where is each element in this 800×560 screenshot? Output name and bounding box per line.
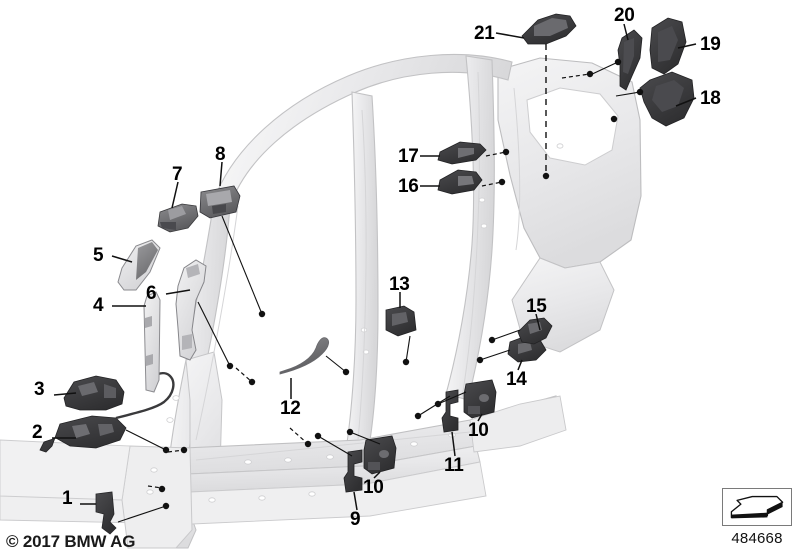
- leader-5: [111, 255, 133, 263]
- part-10-bracket-sill-plate-a: [363, 435, 397, 475]
- part-12-trim-strip-curved: [279, 337, 330, 375]
- part-3-reinforcement-plate-upper-left: [63, 375, 125, 411]
- dashed-pointer-lines: [147, 73, 591, 489]
- leader-lines: [52, 23, 697, 511]
- callout-label-18: 18: [700, 88, 721, 109]
- leader-21: [495, 32, 525, 39]
- part-21-panel-roof-rear-wedge: [521, 13, 577, 45]
- part-8-block-bracket-square: [199, 185, 241, 219]
- alignment-dashed-line: [542, 44, 550, 180]
- mounting-point-dots: [158, 58, 644, 510]
- rocker-panel-body-fill: [0, 461, 487, 525]
- callout-label-11: 11: [444, 455, 464, 476]
- callout-label-20: 20: [614, 5, 635, 26]
- part-1-bracket-small-lower-front: [95, 491, 117, 535]
- callout-label-10b: 10: [468, 420, 489, 441]
- part-18-panel-rear-quarter-lower: [639, 71, 695, 127]
- rear-wheelhouse-structure: [469, 395, 567, 453]
- leader-10a: [373, 471, 381, 479]
- c-pillar: [445, 55, 495, 401]
- leader-7: [171, 181, 179, 209]
- part-16-wedge-bracket-mid-lower: [437, 169, 483, 195]
- part-7-bracket-roof-node-left: [157, 203, 199, 233]
- callout-label-21: 21: [474, 23, 495, 44]
- callout-label-13: 13: [389, 274, 410, 295]
- leader-20: [623, 23, 629, 41]
- b-pillar: [345, 91, 379, 453]
- callout-label-7: 7: [172, 164, 183, 185]
- leader-18: [675, 97, 697, 107]
- part-10b-bracket-sill-plate-b: [463, 379, 497, 419]
- leader-6: [165, 289, 191, 295]
- leader-14: [517, 359, 523, 371]
- orientation-legend-box: [722, 488, 792, 526]
- leader-11: [451, 431, 456, 457]
- leader-19: [677, 43, 697, 49]
- callout-label-17: 17: [398, 146, 419, 167]
- part-20-panel-c-pillar-strip: [617, 29, 643, 91]
- leader-8: [219, 161, 223, 187]
- leader-10b: [477, 413, 483, 422]
- callout-label-12: 12: [280, 398, 301, 419]
- part-19-panel-rear-quarter-upper: [649, 17, 687, 75]
- callout-label-16: 16: [398, 176, 419, 197]
- callout-label-19: 19: [700, 34, 721, 55]
- diagram-number: 484668: [731, 530, 783, 547]
- callout-label-10a: 10: [363, 477, 384, 498]
- callout-label-5: 5: [93, 245, 104, 266]
- callout-label-1: 1: [62, 488, 73, 509]
- callout-label-4: 4: [93, 295, 104, 316]
- callout-label-8: 8: [215, 144, 226, 165]
- copyright-notice: © 2017 BMW AG: [6, 532, 136, 551]
- callout-label-2: 2: [32, 422, 43, 443]
- part-6-bracket-curved-pillar: [175, 259, 207, 361]
- arrow-direction-icon: [730, 495, 784, 519]
- part-5-wedge-panel-upper: [117, 239, 161, 291]
- callout-label-14: 14: [506, 369, 527, 390]
- leader-9: [353, 491, 358, 511]
- pillar-fastener-holes: [360, 143, 564, 355]
- part-2-reinforcement-plate-lower-left: [39, 372, 175, 453]
- mount-pointer-lines: [117, 61, 641, 523]
- part-13-bracket-b-pillar-lower: [385, 305, 417, 337]
- part-4-rail-strip-long: [143, 291, 161, 393]
- callout-label-9: 9: [350, 509, 361, 530]
- callout-label-15: 15: [526, 296, 547, 317]
- callout-label-6: 6: [146, 283, 157, 304]
- part-17-wedge-bracket-mid-upper: [437, 141, 487, 165]
- leader-3: [53, 392, 77, 396]
- body-crease-lines: [195, 71, 521, 461]
- leader-15: [535, 313, 541, 331]
- rear-quarter-window-cut: [526, 87, 619, 166]
- callout-label-3: 3: [34, 379, 45, 400]
- part-9-bracket-sill-inner-rear: [343, 449, 363, 493]
